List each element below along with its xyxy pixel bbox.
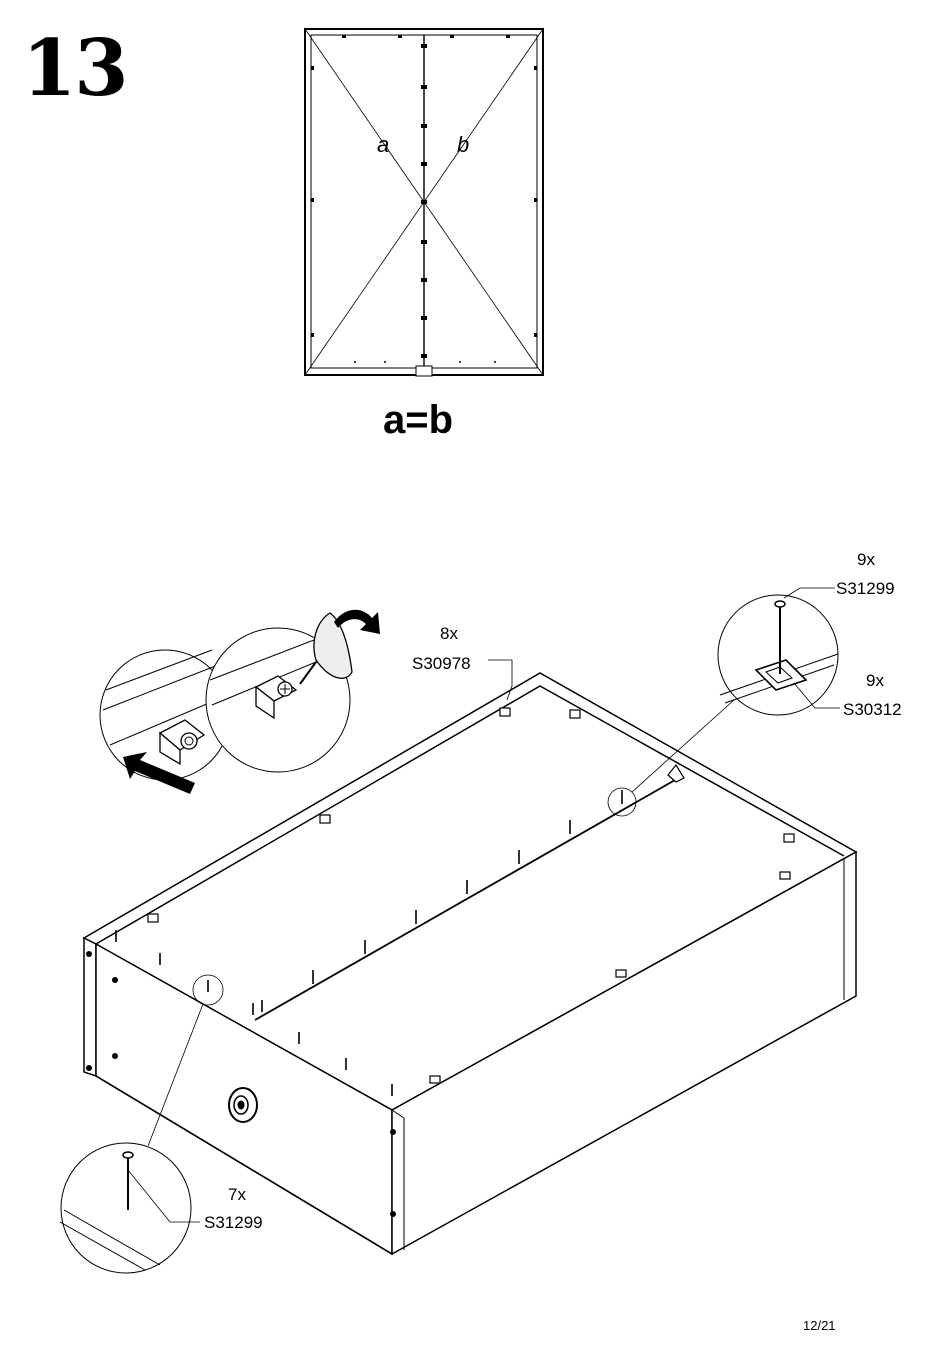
nails-front-code: S31299	[204, 1214, 263, 1231]
equal-diagonals-label: a=b	[383, 400, 453, 440]
cams-qty: 8x	[440, 625, 458, 642]
nails-back-code: S31299	[836, 580, 895, 597]
diagonal-b-label: b	[457, 132, 469, 157]
nails-back-qty: 9x	[857, 551, 875, 568]
clips-code: S30312	[843, 701, 902, 718]
page-number: 12/21	[803, 1318, 836, 1333]
cams-code: S30978	[412, 655, 471, 672]
detail-circle-front-nail	[60, 1143, 191, 1273]
drawer-knob	[229, 1088, 257, 1122]
clips-qty: 9x	[866, 672, 884, 689]
diagonal-check-diagram	[305, 29, 543, 376]
nails-front-qty: 7x	[228, 1186, 246, 1203]
detail-circle-nail-clip	[718, 595, 838, 715]
diagonal-a-label: a	[377, 132, 389, 157]
